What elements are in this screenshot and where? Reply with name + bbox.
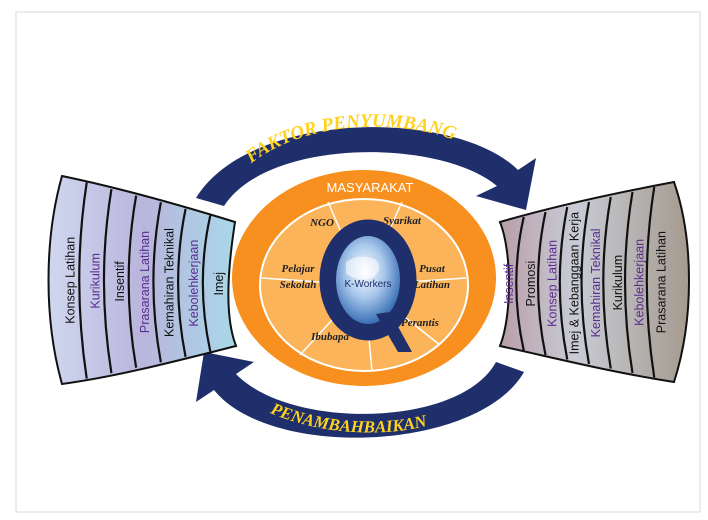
right-strip-divider	[558, 206, 569, 360]
q-globe-logo	[319, 219, 417, 352]
left-strip-divider	[152, 202, 162, 363]
segment-perantis: Perantis	[401, 317, 439, 329]
right-strip-divider	[602, 196, 612, 369]
right-strip-label-1: Promosi	[524, 261, 538, 307]
right-strip-label-3: Imej & Kebanggaan Kerja	[567, 212, 581, 355]
left-strip-divider	[127, 195, 138, 368]
right-strip-divider	[623, 191, 634, 374]
bottom-arrow	[196, 352, 524, 438]
segment-syarikat: Syarikat	[383, 215, 422, 227]
ring-label: MASYARAKAT	[327, 180, 414, 195]
left-strip-divider	[201, 215, 212, 352]
left-strip-label-2: Insentif	[113, 261, 127, 302]
right-strip-label-6: Kebolehkerjaan	[633, 239, 647, 326]
segment-ibubapa: Ibubapa	[310, 331, 349, 343]
left-strip-divider	[78, 182, 88, 379]
segment-pelajar-line2: Sekolah	[280, 279, 317, 291]
segment-ngo: NGO	[309, 217, 334, 229]
left-strip-divider	[177, 208, 187, 358]
left-strip-label-3: Prasarana Latihan	[138, 231, 152, 333]
right-strip-label-5: Kurikulum	[611, 255, 625, 311]
right-strip-panel: Insentif Promosi Konsep Latihan Imej & Keba…	[498, 180, 690, 384]
right-strip-label-0: Insentif	[502, 263, 516, 304]
right-strip-divider	[536, 211, 547, 356]
segment-pelajar-line1: Pelajar	[282, 263, 316, 275]
right-strip-label-2: Konsep Latihan	[546, 240, 560, 327]
right-strip-label-4: Kemahiran Teknikal	[589, 228, 603, 337]
right-strip-divider	[580, 201, 591, 365]
right-strip-divider	[645, 186, 656, 378]
segment-pusat-line2: Latihan	[413, 279, 450, 291]
left-strip-divider	[102, 188, 113, 374]
left-strip-label-6: Imej	[212, 272, 226, 296]
left-strip-label-4: Kemahiran Teknikal	[163, 228, 177, 337]
segment-pusat-line1: Pusat	[419, 263, 446, 275]
top-arrow	[196, 127, 536, 210]
center-label: K-Workers	[344, 279, 391, 290]
left-strip-panel: Konsep Latihan Kurikulum Insentif Prasarana…	[47, 174, 238, 386]
left-strip-label-5: Kebolehkerjaan	[187, 240, 201, 327]
right-strip-divider	[515, 216, 525, 351]
left-strip-label-1: Kurikulum	[88, 253, 102, 309]
right-strip-label-7: Prasarana Latihan	[654, 231, 668, 333]
left-strip-label-0: Konsep Latihan	[64, 237, 78, 324]
